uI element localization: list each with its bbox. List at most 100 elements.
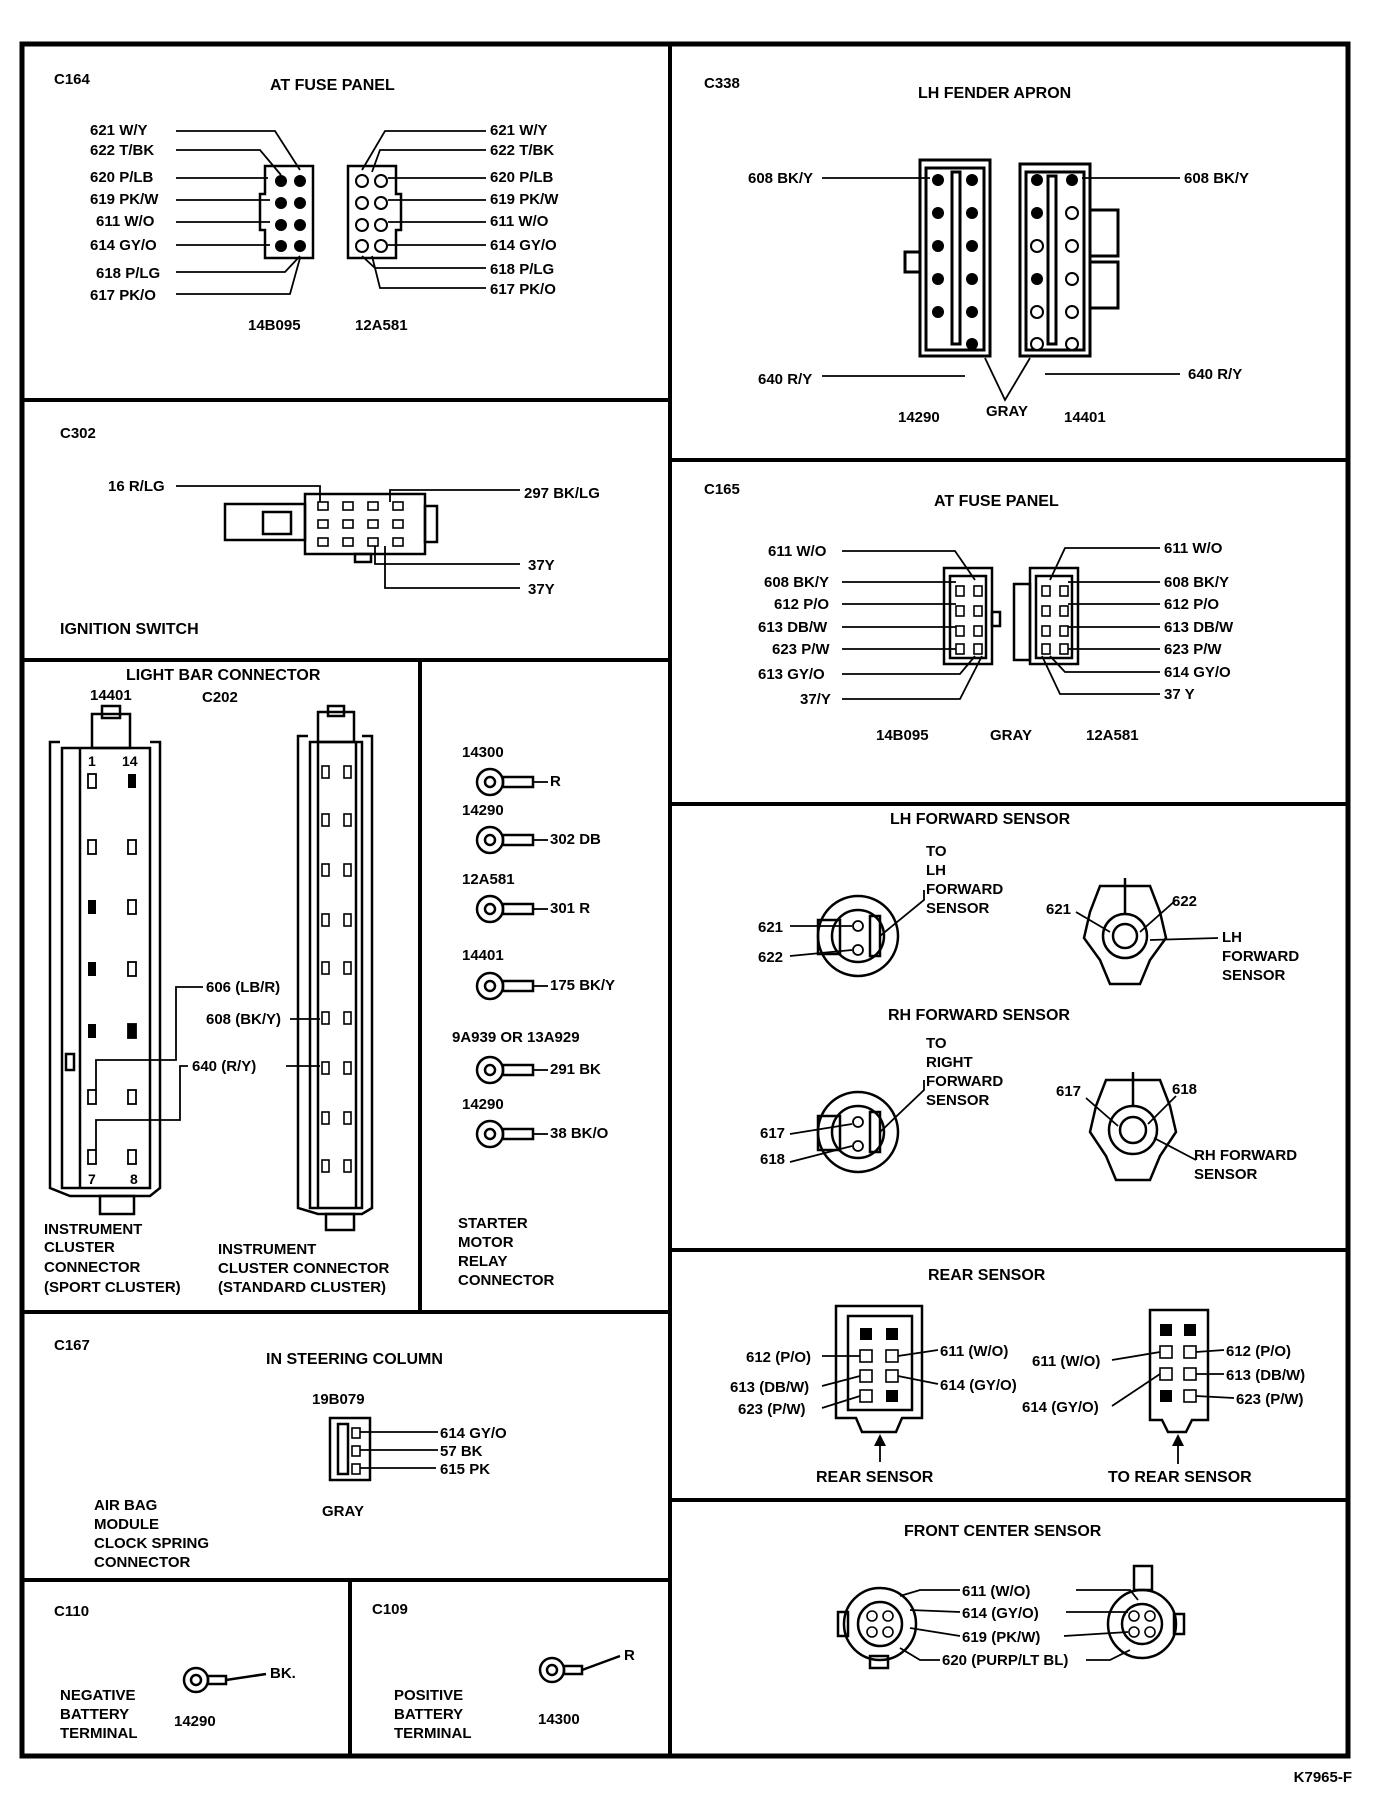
c165-part-left: 14B095 (876, 727, 929, 744)
rh-to-line-4: SENSOR (926, 1092, 990, 1109)
c110-name-line-2: BATTERY (60, 1706, 130, 1723)
lh-forward-leader-lines (789, 890, 1219, 957)
rear-left-wire-612: 612 (P/O) (746, 1349, 812, 1366)
c302-pins (317, 501, 404, 547)
c164-left-wire-8: 617 PK/O (90, 287, 156, 304)
c165-left-wire-2: 608 BK/Y (764, 574, 830, 591)
c338-wire-top-right: 608 BK/Y (1184, 170, 1250, 187)
c165-right-wire-3: 612 P/O (1164, 596, 1220, 613)
c164-left-wire-4: 619 PK/W (90, 191, 159, 208)
c338-part-left: 14290 (898, 409, 940, 426)
rh-forward-title: RH FORWARD SENSOR (888, 1007, 1070, 1024)
lightbar-standard-pins (321, 765, 352, 1173)
c167-wire-1: 614 GY/O (440, 1425, 507, 1442)
starter-name-line-2: MOTOR (458, 1234, 514, 1251)
rh-to-line-1: TO (926, 1035, 947, 1052)
lh-to-line-1: TO (926, 843, 947, 860)
c338-wire-bottom-right: 640 R/Y (1188, 366, 1243, 383)
c167-leader-lines (360, 1431, 438, 1469)
c110-name-line-3: TERMINAL (60, 1725, 138, 1742)
c109-wire: R (624, 1647, 635, 1664)
c164-connectors (258, 164, 403, 260)
c302-code: C302 (60, 425, 96, 442)
front-center-wire-614: 614 (GY/O) (962, 1605, 1039, 1622)
c167-part: 19B079 (312, 1391, 365, 1408)
front-center-wire-611: 611 (W/O) (962, 1583, 1031, 1600)
c164-left-wire-2: 622 T/BK (90, 142, 155, 159)
lightbar-wire-608: 608 (BK/Y) (206, 1011, 282, 1028)
c164-right-wire-8: 617 PK/O (490, 281, 556, 298)
c164-left-wire-7: 618 P/LG (96, 265, 161, 282)
sport-name-line-2: CLUSTER (44, 1239, 115, 1256)
starter-wire-6: 38 BK/O (550, 1125, 609, 1142)
front-center-sensor-left (836, 1586, 918, 1670)
lh-to-line-3: FORWARD (926, 881, 1004, 898)
standard-name-line-1: INSTRUMENT (218, 1241, 317, 1258)
lh-forward-sensor-left-pins (852, 920, 864, 956)
lh-forward-pin-622-right: 622 (1172, 893, 1198, 910)
c338-title: LH FENDER APRON (918, 85, 1072, 102)
rear-right-wire-613: 613 (DB/W) (1226, 1367, 1306, 1384)
c338-part-right: 14401 (1064, 409, 1106, 426)
c167-pins (351, 1427, 361, 1475)
rear-sensor-left-pins (859, 1328, 899, 1403)
c165-code: C165 (704, 481, 740, 498)
lh-right-line-2: FORWARD (1222, 948, 1300, 965)
rear-sensor-right-pins (1159, 1324, 1197, 1403)
c167-title: IN STEERING COLUMN (266, 1351, 443, 1368)
lh-forward-sensor-right (1082, 878, 1168, 986)
c165-part-right: 12A581 (1086, 727, 1139, 744)
c167-name-line-2: MODULE (94, 1516, 159, 1533)
c302-connector (223, 492, 439, 564)
starter-wire-5: 291 BK (550, 1061, 601, 1078)
c109-name-line-1: POSITIVE (394, 1687, 464, 1704)
rear-left-caption: REAR SENSOR (816, 1469, 934, 1486)
c164-part-left: 14B095 (248, 317, 301, 334)
rh-forward-pin-617-right: 617 (1056, 1083, 1082, 1100)
c338-code: C338 (704, 75, 740, 92)
c167-name-line-4: CONNECTOR (94, 1554, 191, 1571)
lightbar-leader-lines (95, 986, 320, 1150)
c338-wire-bottom-left: 640 R/Y (758, 371, 813, 388)
rear-left-wire-623: 623 (P/W) (738, 1401, 806, 1418)
c338-leader-lines (822, 177, 1180, 402)
c109-name-line-2: BATTERY (394, 1706, 464, 1723)
c164-right-wire-4: 619 PK/W (490, 191, 559, 208)
c109-code: C109 (372, 1601, 408, 1618)
c164-left-wire-3: 620 P/LB (90, 169, 154, 186)
starter-name-line-3: RELAY (458, 1253, 508, 1270)
front-center-title: FRONT CENTER SENSOR (904, 1523, 1102, 1540)
c164-part-right: 12A581 (355, 317, 408, 334)
rear-right-wire-611: 611 (W/O) (1032, 1353, 1101, 1370)
c167-name-line-3: CLOCK SPRING (94, 1535, 210, 1552)
c165-left-wire-7: 37/Y (800, 691, 831, 708)
c302-wire-right-mid: 37Y (528, 557, 555, 574)
c302-wire-right-top: 297 BK/LG (524, 485, 600, 502)
front-center-wire-620: 620 (PURP/LT BL) (942, 1652, 1069, 1669)
rh-to-line-2: RIGHT (926, 1054, 973, 1071)
rear-left-wire-611: 611 (W/O) (940, 1343, 1009, 1360)
c164-right-wire-5: 611 W/O (490, 213, 549, 230)
outer-border (19, 41, 1351, 1759)
c109-name-line-3: TERMINAL (394, 1725, 472, 1742)
lightbar-pin-14: 14 (122, 753, 138, 769)
c164-title: AT FUSE PANEL (270, 77, 395, 94)
c165-right-wire-7: 37 Y (1164, 686, 1195, 703)
lightbar-sport-pins (87, 773, 137, 1165)
c164-right-wire-3: 620 P/LB (490, 169, 554, 186)
c110-wire: BK. (270, 1665, 296, 1682)
standard-name-line-2: CLUSTER CONNECTOR (218, 1260, 390, 1277)
rh-forward-pin-618-left: 618 (760, 1151, 786, 1168)
sport-name-line-1: INSTRUMENT (44, 1221, 143, 1238)
lh-to-line-4: SENSOR (926, 900, 990, 917)
c338-color: GRAY (986, 403, 1028, 420)
starter-wire-4: 175 BK/Y (550, 977, 616, 994)
starter-name-line-1: STARTER (458, 1215, 528, 1232)
starter-name-line-4: CONNECTOR (458, 1272, 555, 1289)
lh-forward-title: LH FORWARD SENSOR (890, 811, 1071, 828)
c302-name: IGNITION SWITCH (60, 621, 199, 638)
c165-left-wire-3: 612 P/O (774, 596, 830, 613)
rear-sensor-left-connector (834, 1304, 924, 1434)
starter-wire-stubs (533, 781, 548, 1135)
lightbar-wire-640: 640 (R/Y) (192, 1058, 257, 1075)
